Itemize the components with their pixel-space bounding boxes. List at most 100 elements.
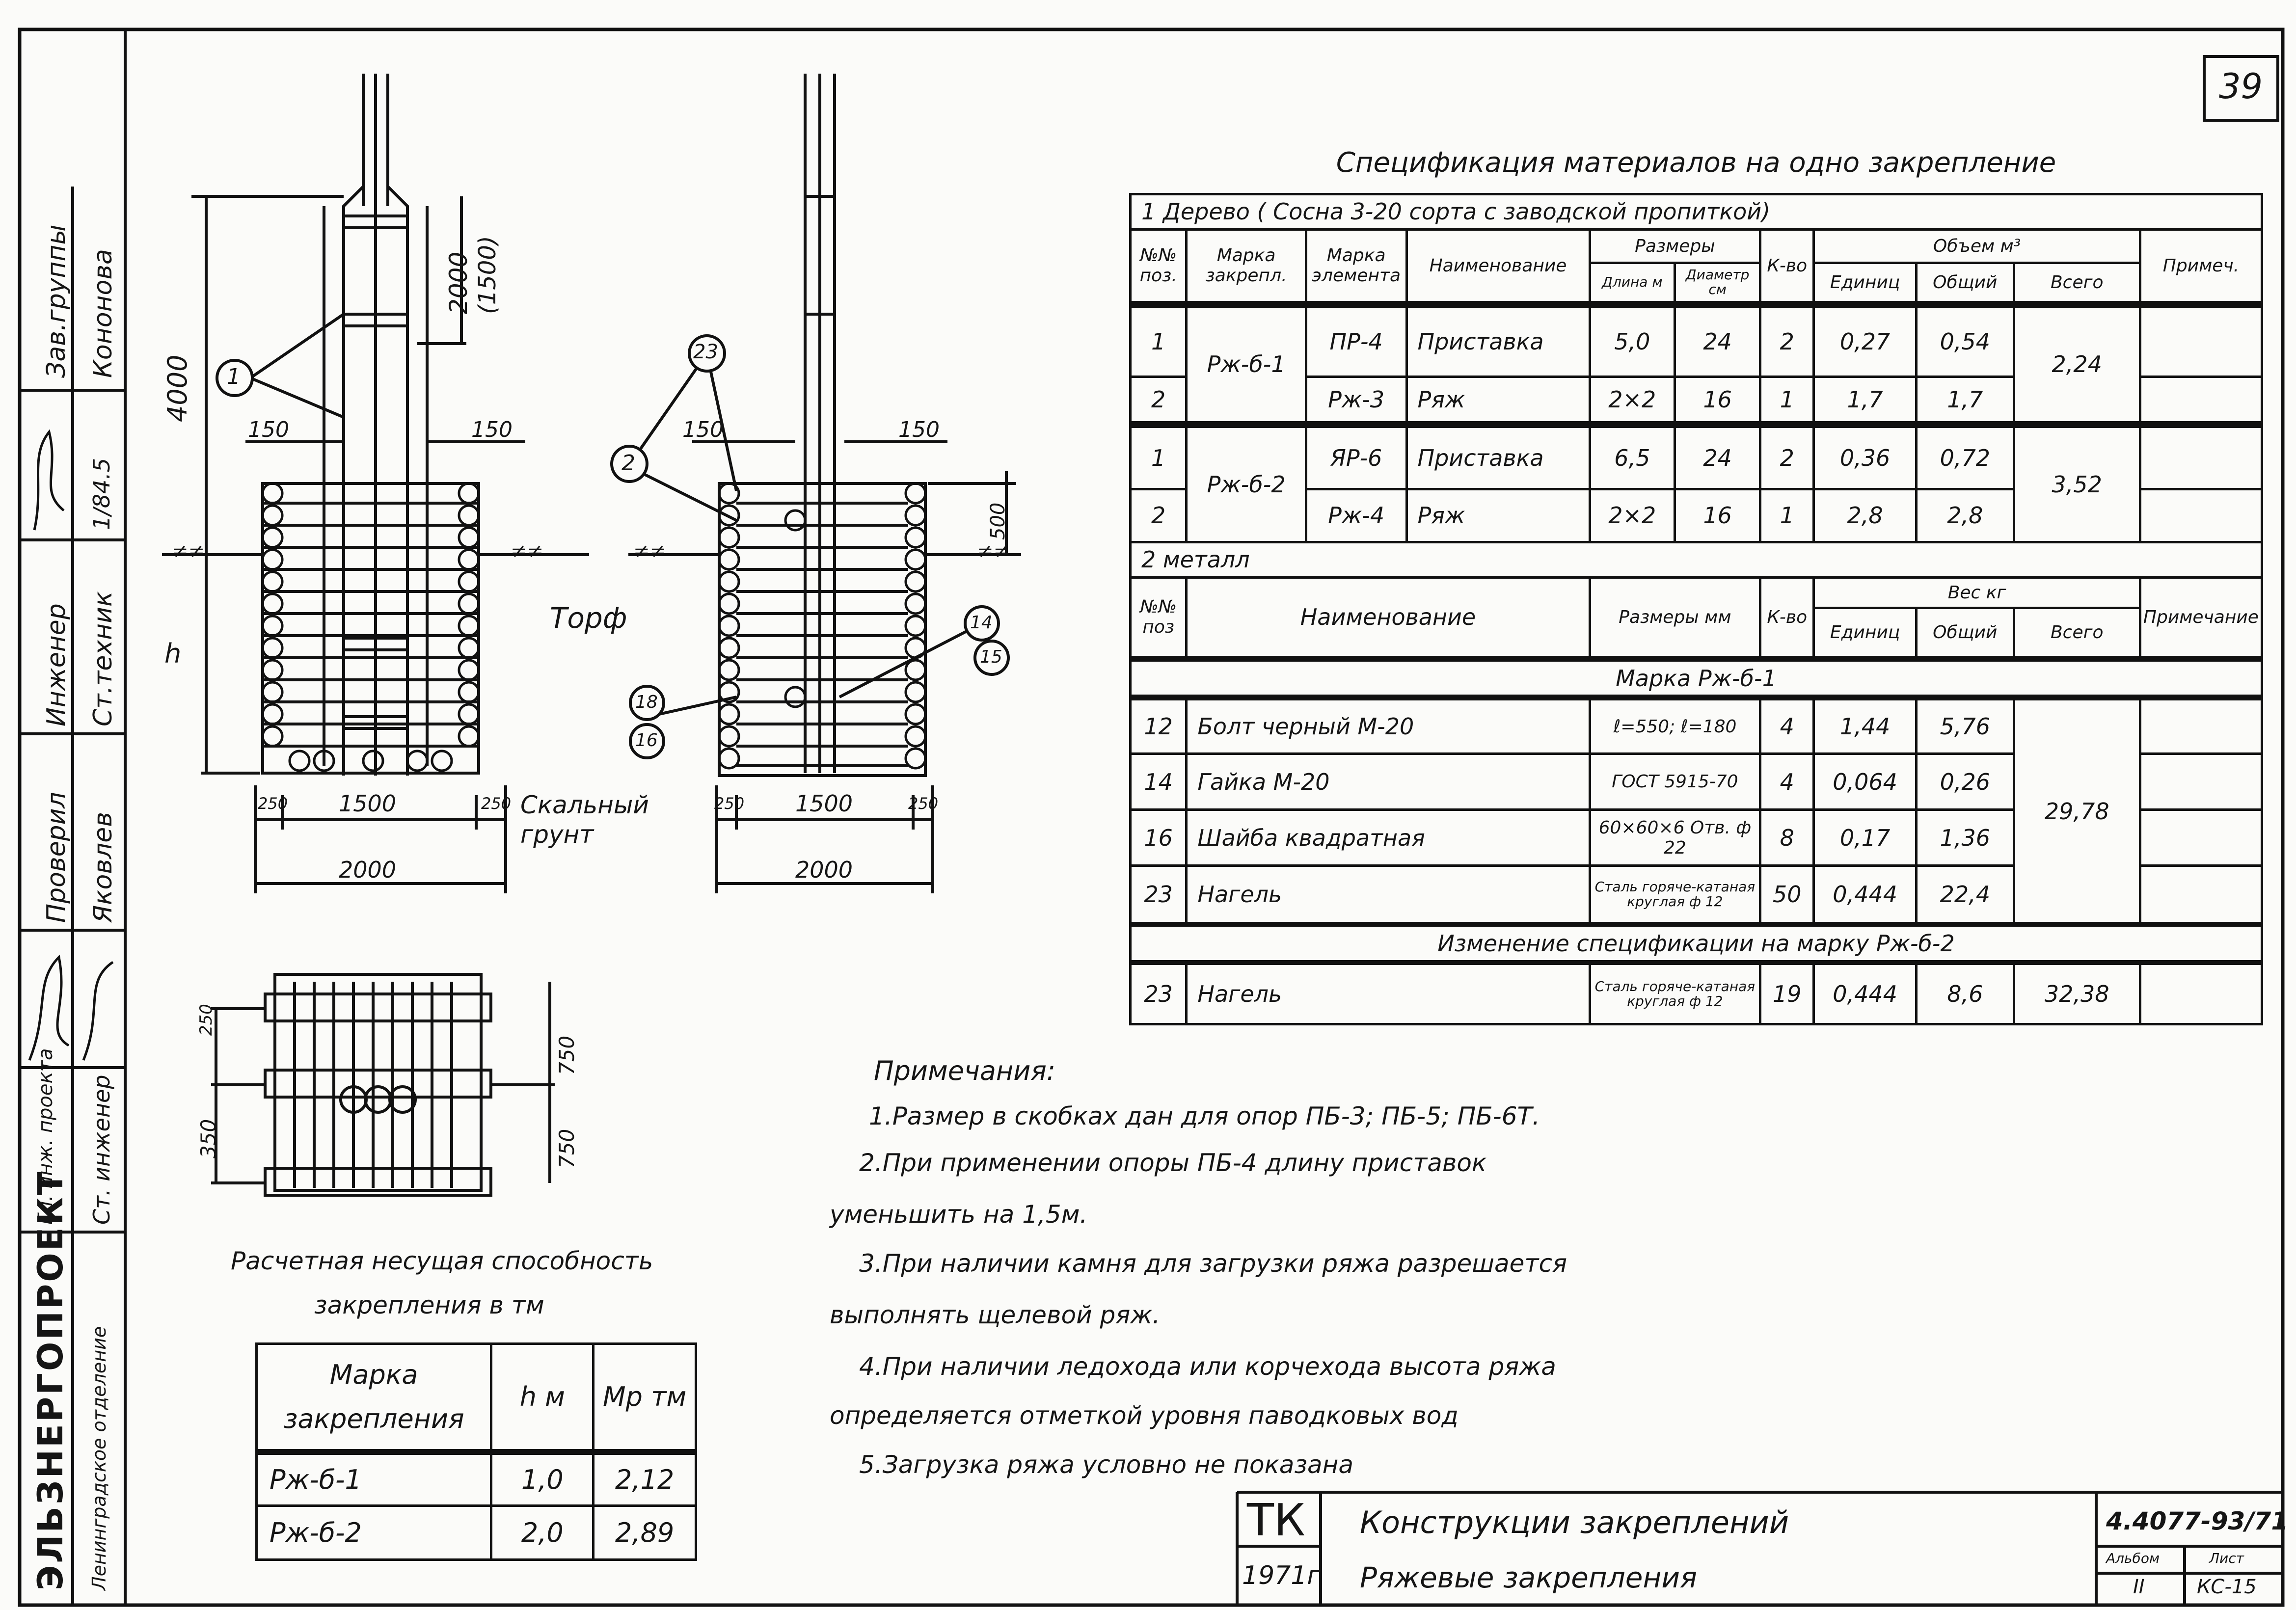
col-mark: Марка закрепл. [1185, 228, 1307, 306]
metal-row-total: 0,26 [1915, 752, 2015, 811]
elevation-left [162, 74, 589, 893]
callout-circle [216, 359, 254, 397]
callout-circle [688, 334, 726, 373]
metal-row-total: 5,76 [1915, 696, 2015, 755]
wood-row-dia: 16 [1673, 487, 1762, 543]
metal-row-pos: 14 [1129, 752, 1188, 811]
notes-title: Примечания: [874, 1055, 1056, 1086]
metal-col-sizes: Размеры мм [1588, 576, 1762, 660]
metal-row-size: ℓ=550; ℓ=180 [1588, 696, 1762, 755]
metal-row-pos: 23 [1129, 864, 1188, 926]
col-elem: Марка элемента [1304, 228, 1408, 306]
wood-row-unit: 1,7 [1812, 376, 1918, 426]
wood-row-unit: 2,8 [1812, 487, 1918, 543]
wood-row-pos: 2 [1129, 487, 1188, 543]
wood-row-dia: 16 [1673, 376, 1762, 426]
callout-1: 1 [227, 364, 241, 389]
dim-h: h [164, 638, 182, 669]
callout-circle [964, 605, 1000, 642]
col-volume: Объем м³ [1812, 228, 2141, 265]
wood-row-total: 0,54 [1915, 300, 2015, 378]
wood-row-len: 6,5 [1588, 421, 1676, 490]
spec-metal-header: 2 металл [1129, 540, 2263, 579]
page-number: 39 [2219, 66, 2263, 107]
dim-4000: 4000 [162, 354, 193, 422]
callout-circle [629, 723, 665, 759]
metal-row-qty: 4 [1759, 696, 1815, 755]
sheet-frame [18, 27, 2285, 1607]
wood-row-note [2138, 487, 2264, 543]
metal-row-note [2138, 808, 2264, 867]
stamp-role-5: Гл. инж. проекта [34, 1048, 57, 1225]
dim-1500: (1500) [474, 236, 501, 314]
metal-col-name: Наименование [1185, 576, 1591, 660]
album-value: II [2133, 1576, 2145, 1598]
stamp-name-4: Яковлев [88, 812, 118, 923]
wood-row-name: Ряж [1405, 487, 1591, 543]
metal-row-name: Гайка М-20 [1185, 752, 1591, 811]
wood-row-elem: Рж-3 [1304, 376, 1408, 426]
wood-row-dia: 24 [1673, 300, 1762, 378]
wood-row-pos: 1 [1129, 421, 1188, 490]
page-number-box [2203, 55, 2279, 122]
change-row-size: Сталь горяче-катаная круглая ф 12 [1588, 961, 1762, 1025]
change-row-pos: 23 [1129, 961, 1188, 1025]
stamp-org: ЭЛЬЗНЕРГОПРОЕКТ [30, 1170, 71, 1590]
sheet-label: Лист [2209, 1550, 2244, 1566]
wood-row-total: 2,8 [1915, 487, 2015, 543]
metal-col-pos: №№ поз [1129, 576, 1188, 660]
metal-col-weight: Вес кг [1812, 576, 2141, 610]
change-row-unit: 0,444 [1812, 961, 1918, 1025]
col-sizes: Размеры [1588, 228, 1762, 265]
stamp-name-2: 1/84.5 [88, 457, 115, 530]
note-line: уменьшить на 1,5м. [830, 1200, 1088, 1229]
ground-mark: ≠≠ [511, 540, 544, 563]
sheet-value: КС-15 [2197, 1576, 2257, 1598]
ground-mark: ≠≠ [633, 540, 667, 563]
note-line: 2.При применении опоры ПБ-4 длину приста… [859, 1149, 1487, 1177]
metal-col-unit: Единиц [1812, 607, 1918, 660]
callout-18: 18 [635, 692, 658, 712]
spec-wood-header: 1 Дерево ( Сосна 3-20 сорта с заводской … [1129, 192, 2263, 231]
wood-row-elem: ЯР-6 [1304, 421, 1408, 490]
stamp-name-1: Кононова [88, 249, 118, 378]
wood-row-total: 1,7 [1915, 376, 2015, 426]
metal-row-unit: 0,064 [1812, 752, 1918, 811]
callout-circle [973, 640, 1010, 676]
col-name: Наименование [1405, 228, 1591, 306]
dim-250-b: 250 [481, 794, 512, 813]
metal-row-qty: 50 [1759, 864, 1815, 926]
stamp-role-4: Проверил [42, 792, 71, 923]
note-line: 4.При наличии ледохода или корчехода выс… [859, 1352, 1556, 1381]
wood-row-note [2138, 421, 2264, 490]
capacity-head-h: h м [490, 1342, 595, 1453]
crib-logs-right [718, 482, 927, 770]
dim-250-d: 250 [908, 794, 939, 813]
metal-row-size: Сталь горяче-катаная круглая ф 12 [1588, 864, 1762, 926]
note-line: 1.Размер в скобках дан для опор ПБ-3; ПБ… [869, 1102, 1540, 1130]
note-line: выполнять щелевой ряж. [830, 1301, 1161, 1329]
dim-1500-a: 1500 [339, 790, 397, 817]
callout-circle [610, 445, 648, 483]
capacity-head-mark: Марка закрепления [255, 1342, 493, 1453]
wood-row-name: Приставка [1405, 300, 1591, 378]
dim-150-c: 150 [682, 417, 724, 442]
stamp-role-1: Зав.группы [42, 224, 71, 378]
metal-row-name: Нагель [1185, 864, 1591, 926]
wood-row-qty: 2 [1759, 300, 1815, 378]
metal-row-name: Болт черный М-20 [1185, 696, 1591, 755]
metal-col-all: Всего [2012, 607, 2141, 660]
metal-row-pos: 16 [1129, 808, 1188, 867]
wood-row-note [2138, 376, 2264, 426]
stamp-name-5: Ст. инженер [88, 1074, 115, 1225]
spec-title: Спецификация материалов на одно закрепле… [1130, 133, 2262, 195]
metal-row-note [2138, 696, 2264, 755]
metal-row-name: Шайба квадратная [1185, 808, 1591, 867]
col-note: Примеч. [2138, 228, 2264, 306]
wood-row-dia: 24 [1673, 421, 1762, 490]
wood-group-mark: Рж-б-1 [1185, 300, 1307, 426]
dim-750-a: 750 [555, 1035, 579, 1075]
metal-row-unit: 0,444 [1812, 864, 1918, 926]
callout-15: 15 [980, 647, 1002, 667]
